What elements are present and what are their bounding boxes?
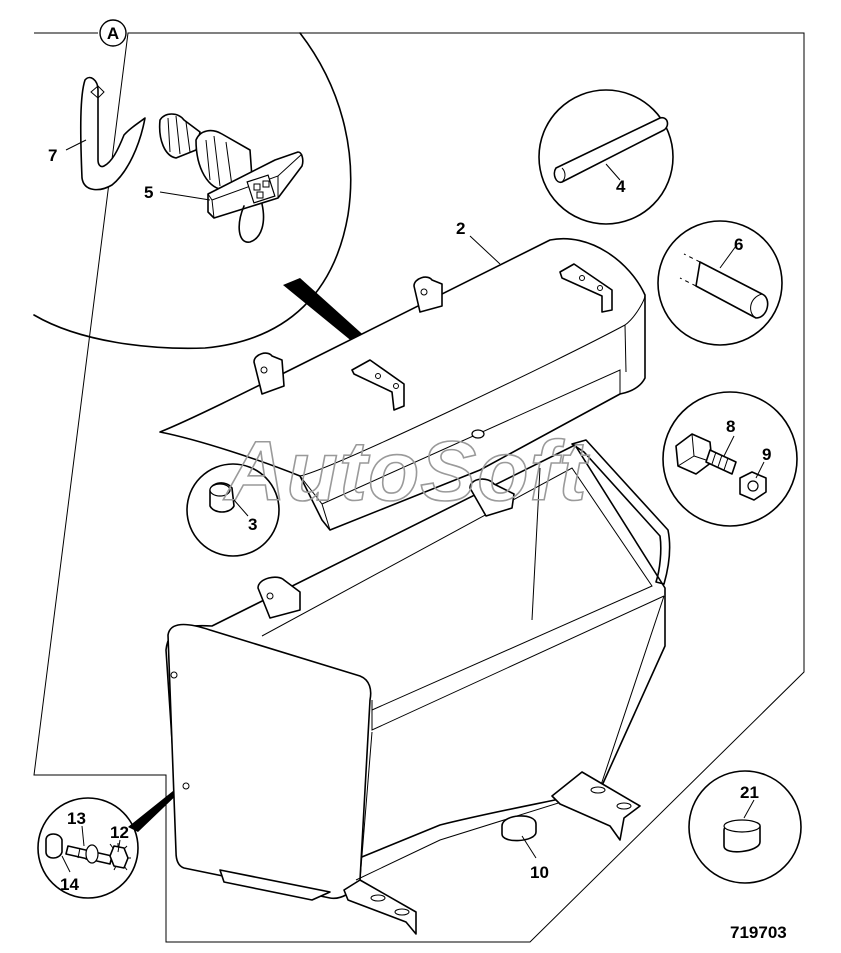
bolt-nut-detail <box>662 391 798 527</box>
cap-detail <box>688 770 802 884</box>
callout-9: 9 <box>762 445 771 464</box>
drain-plug-part <box>501 815 537 842</box>
rod-detail <box>538 89 674 225</box>
callout-10: 10 <box>530 863 549 882</box>
screw-set-detail <box>37 797 139 899</box>
screw-set-leader <box>128 783 186 832</box>
callout-3: 3 <box>248 515 257 534</box>
watermark-text: AutoSoft <box>223 424 590 518</box>
plug-detail <box>186 463 280 557</box>
callout-7: 7 <box>48 146 57 165</box>
callout-4: 4 <box>616 177 626 196</box>
callout-8: 8 <box>726 417 735 436</box>
leader-lines <box>61 139 765 873</box>
frame-outline <box>33 32 805 943</box>
callout-14: 14 <box>60 875 79 894</box>
reference-number: 719703 <box>730 923 787 942</box>
detail-view-letter: A <box>107 24 119 43</box>
callout-2: 2 <box>456 219 465 238</box>
lock-part <box>158 113 304 243</box>
box-body <box>165 439 671 935</box>
callout-6: 6 <box>734 235 743 254</box>
callout-21: 21 <box>740 783 759 802</box>
callout-13: 13 <box>67 809 86 828</box>
lid-part <box>159 237 646 531</box>
seal-strip-detail <box>657 220 783 346</box>
callout-12: 12 <box>110 823 129 842</box>
hook-part <box>79 76 146 191</box>
detail-view-marker: A <box>99 19 127 47</box>
callout-5: 5 <box>144 183 153 202</box>
